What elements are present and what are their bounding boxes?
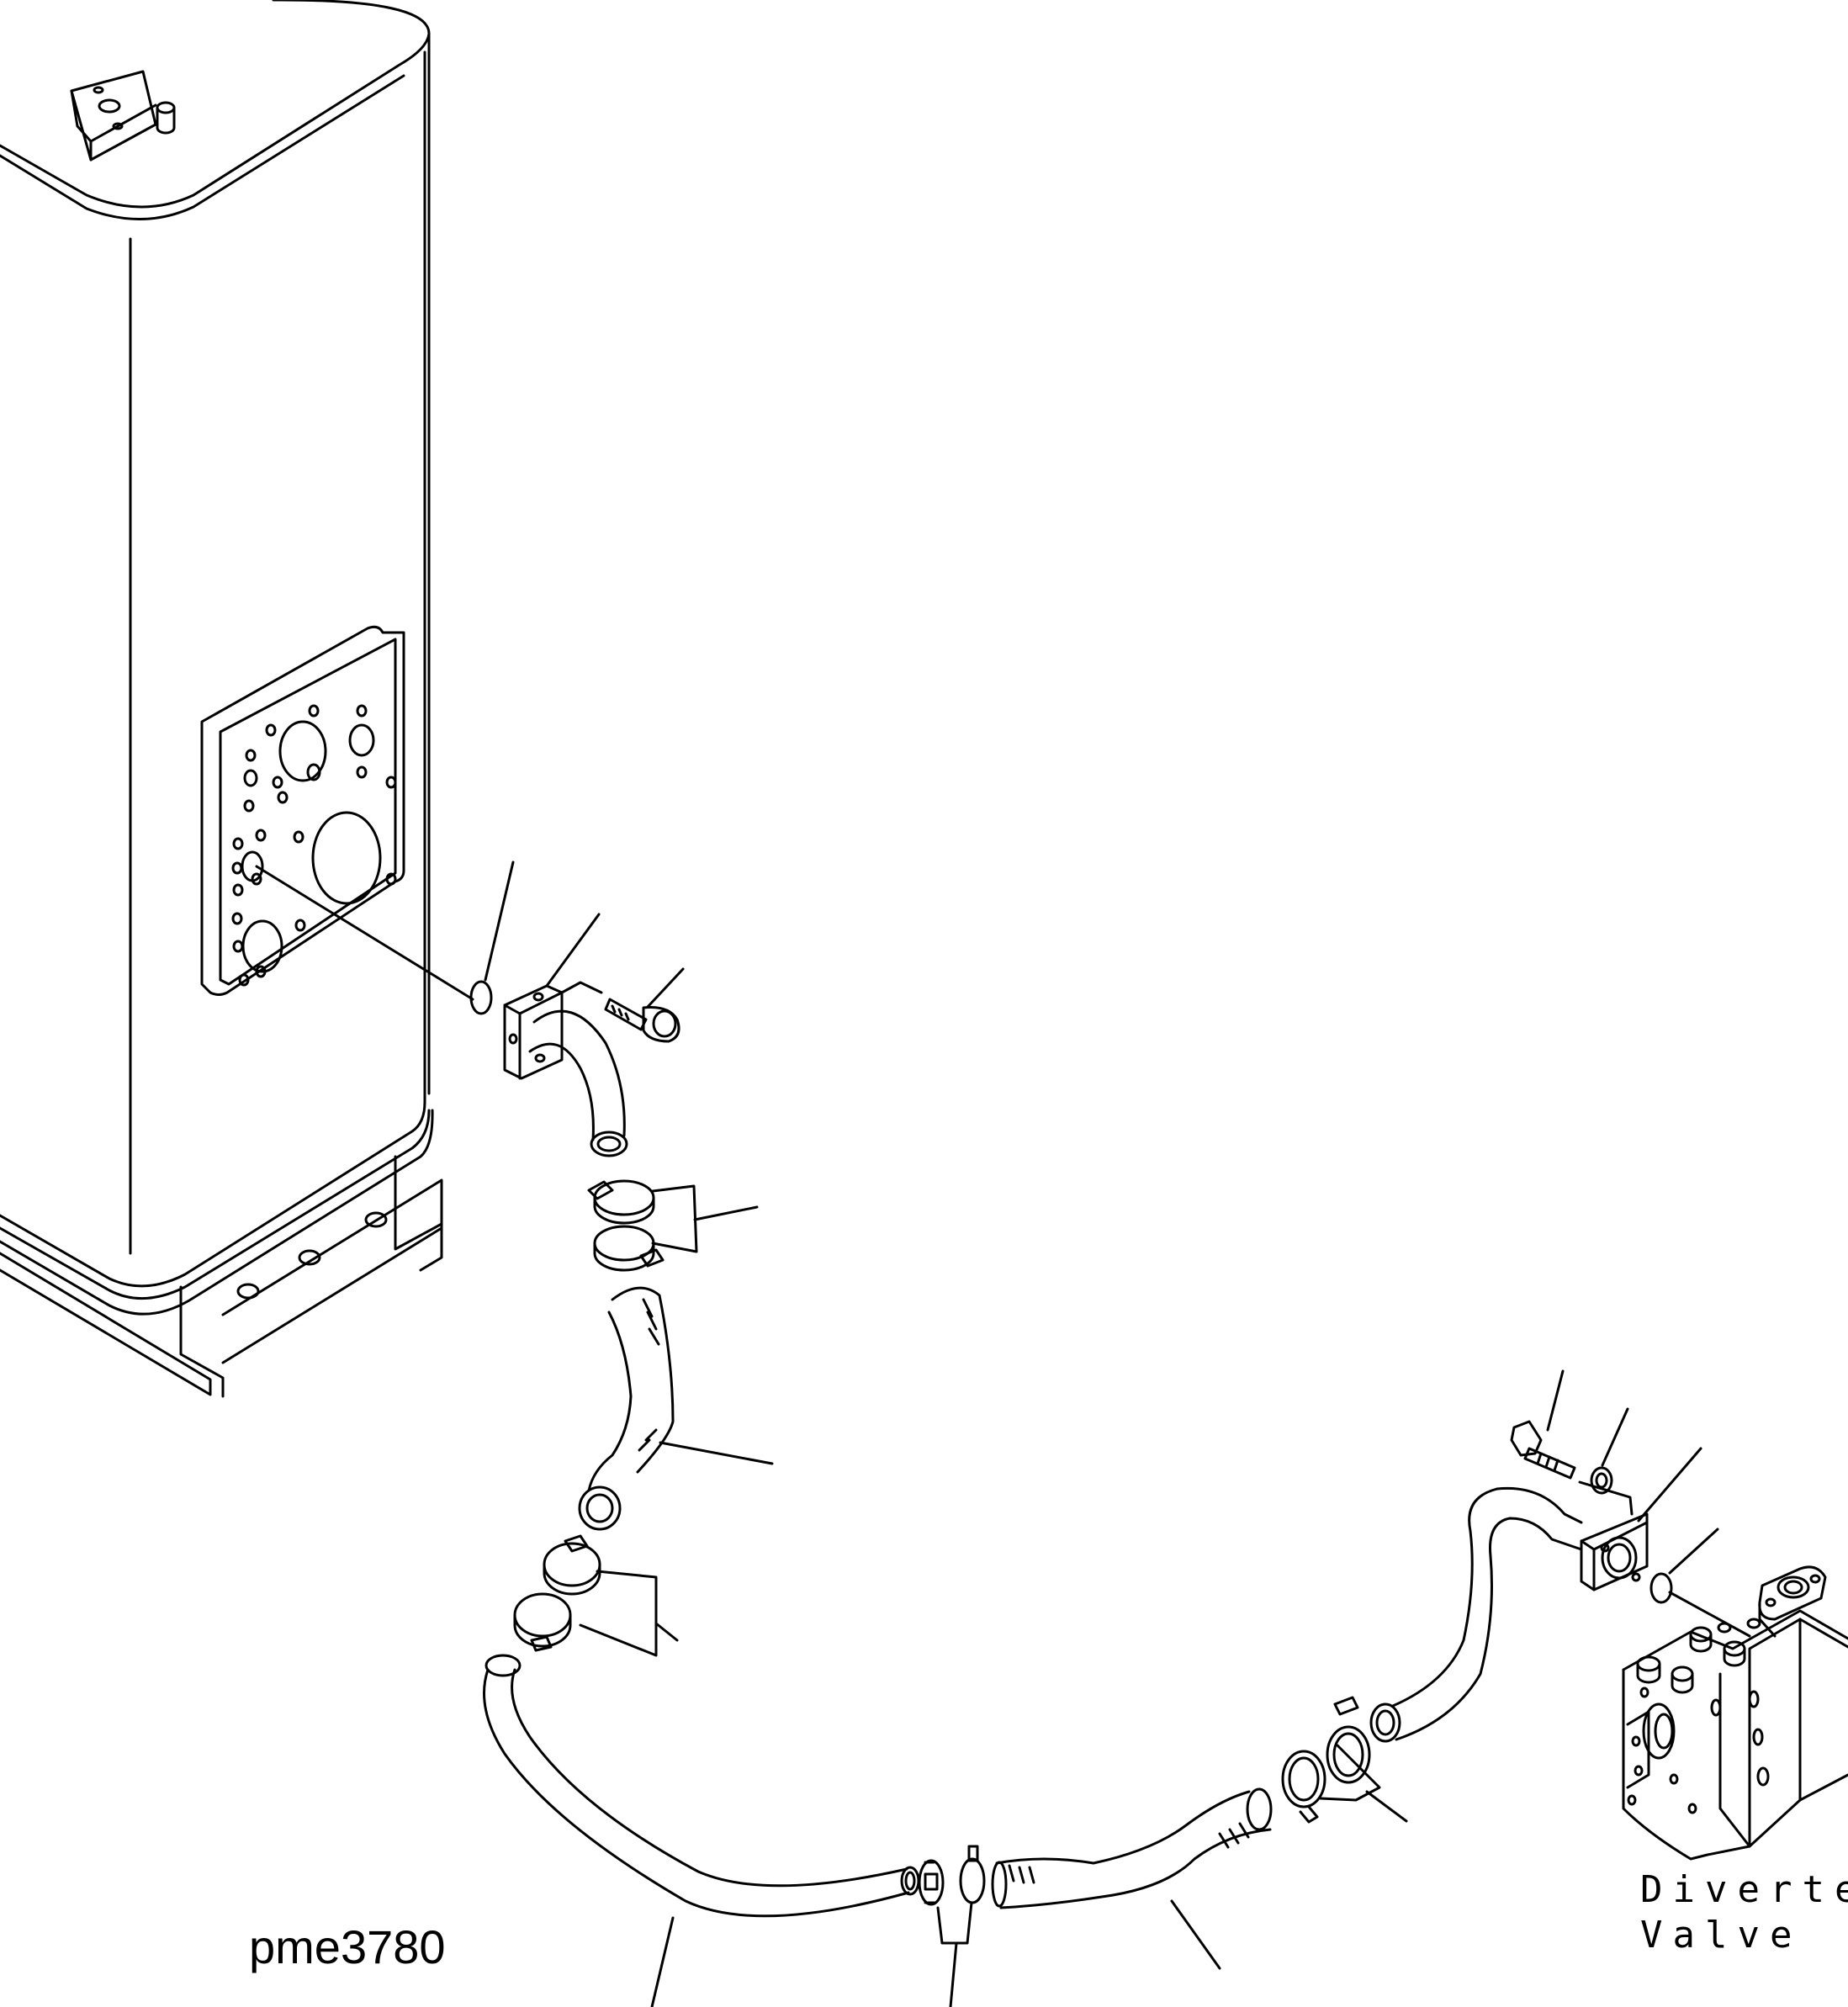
tank-port-plate [200,625,474,1001]
hydraulic-tank [0,0,434,1316]
callout-leaders [484,861,1719,2007]
flange-bolt [604,998,680,1043]
hose-lower-right [991,1787,1273,1909]
hose-clamp-upper-pair [587,1179,665,1272]
diverter-valve [1622,1565,1848,1861]
hose-lower-long [483,1654,920,1918]
diverter-valve-label-line2: Valve [1640,1914,1803,1957]
hose-upper [578,1286,675,1531]
hose-clamp-lower-pair [918,1845,986,1906]
hose-clamp-middle-pair [513,1534,601,1652]
o-ring [469,980,493,1015]
valve-side-bolt [1510,1420,1576,1480]
valve-side-washer [1590,1466,1613,1495]
tube-to-valve [1369,1486,1583,1743]
hose-clamp-right-pair [1281,1696,1371,1824]
valve-o-ring [1649,1572,1673,1604]
valve-side-flange [1580,1512,1649,1591]
tank-mounting-bracket [0,1155,443,1398]
flanged-elbow-tube [503,981,628,1157]
figure-code-label: pme3780 [249,1920,446,1973]
diverter-valve-label-line1: Diverter [1640,1868,1848,1911]
